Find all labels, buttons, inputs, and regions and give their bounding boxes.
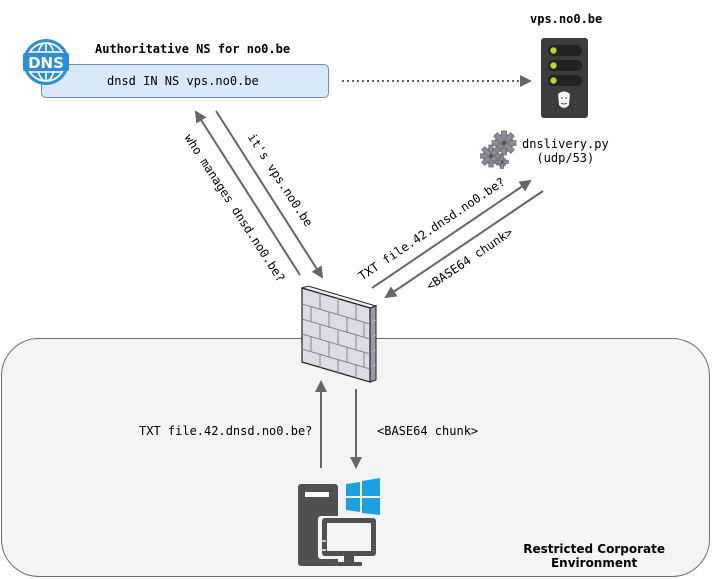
arrow-query-txt-upper	[371, 179, 532, 289]
arrow-query-ns	[194, 110, 301, 276]
dns-icon-label: DNS	[28, 54, 64, 72]
service-label: dnslivery.py (udp/53)	[522, 137, 609, 165]
monitor-icon	[318, 516, 378, 566]
arrow-answer-txt-upper	[384, 190, 544, 299]
vps-title: vps.no0.be	[530, 12, 603, 26]
arrow-answer-ns	[215, 110, 324, 279]
ns-record-box[interactable]: dnsd IN NS vps.no0.be	[41, 64, 329, 98]
windows-logo-icon	[346, 478, 380, 515]
zone-label-line1: Restricted Corporate	[523, 542, 665, 556]
gears-icon	[480, 130, 517, 169]
label-answer-txt-lower: <BASE64 chunk>	[377, 424, 479, 438]
windows-workstation-icon	[298, 478, 380, 566]
firewall-icon	[300, 286, 378, 383]
service-port: (udp/53)	[536, 151, 595, 165]
zone-label: Restricted Corporate Environment	[523, 542, 665, 570]
ns-record-text: dnsd IN NS vps.no0.be	[107, 74, 259, 88]
label-query-txt-lower: TXT file.42.dnsd.no0.be?	[139, 424, 313, 438]
anonymous-mask-icon	[558, 91, 570, 109]
dns-server-title: Authoritative NS for no0.be	[95, 42, 291, 56]
zone-label-line2: Environment	[550, 556, 638, 570]
dns-globe-icon: DNS	[23, 39, 69, 85]
server-icon	[541, 38, 588, 118]
service-name: dnslivery.py	[522, 137, 609, 151]
